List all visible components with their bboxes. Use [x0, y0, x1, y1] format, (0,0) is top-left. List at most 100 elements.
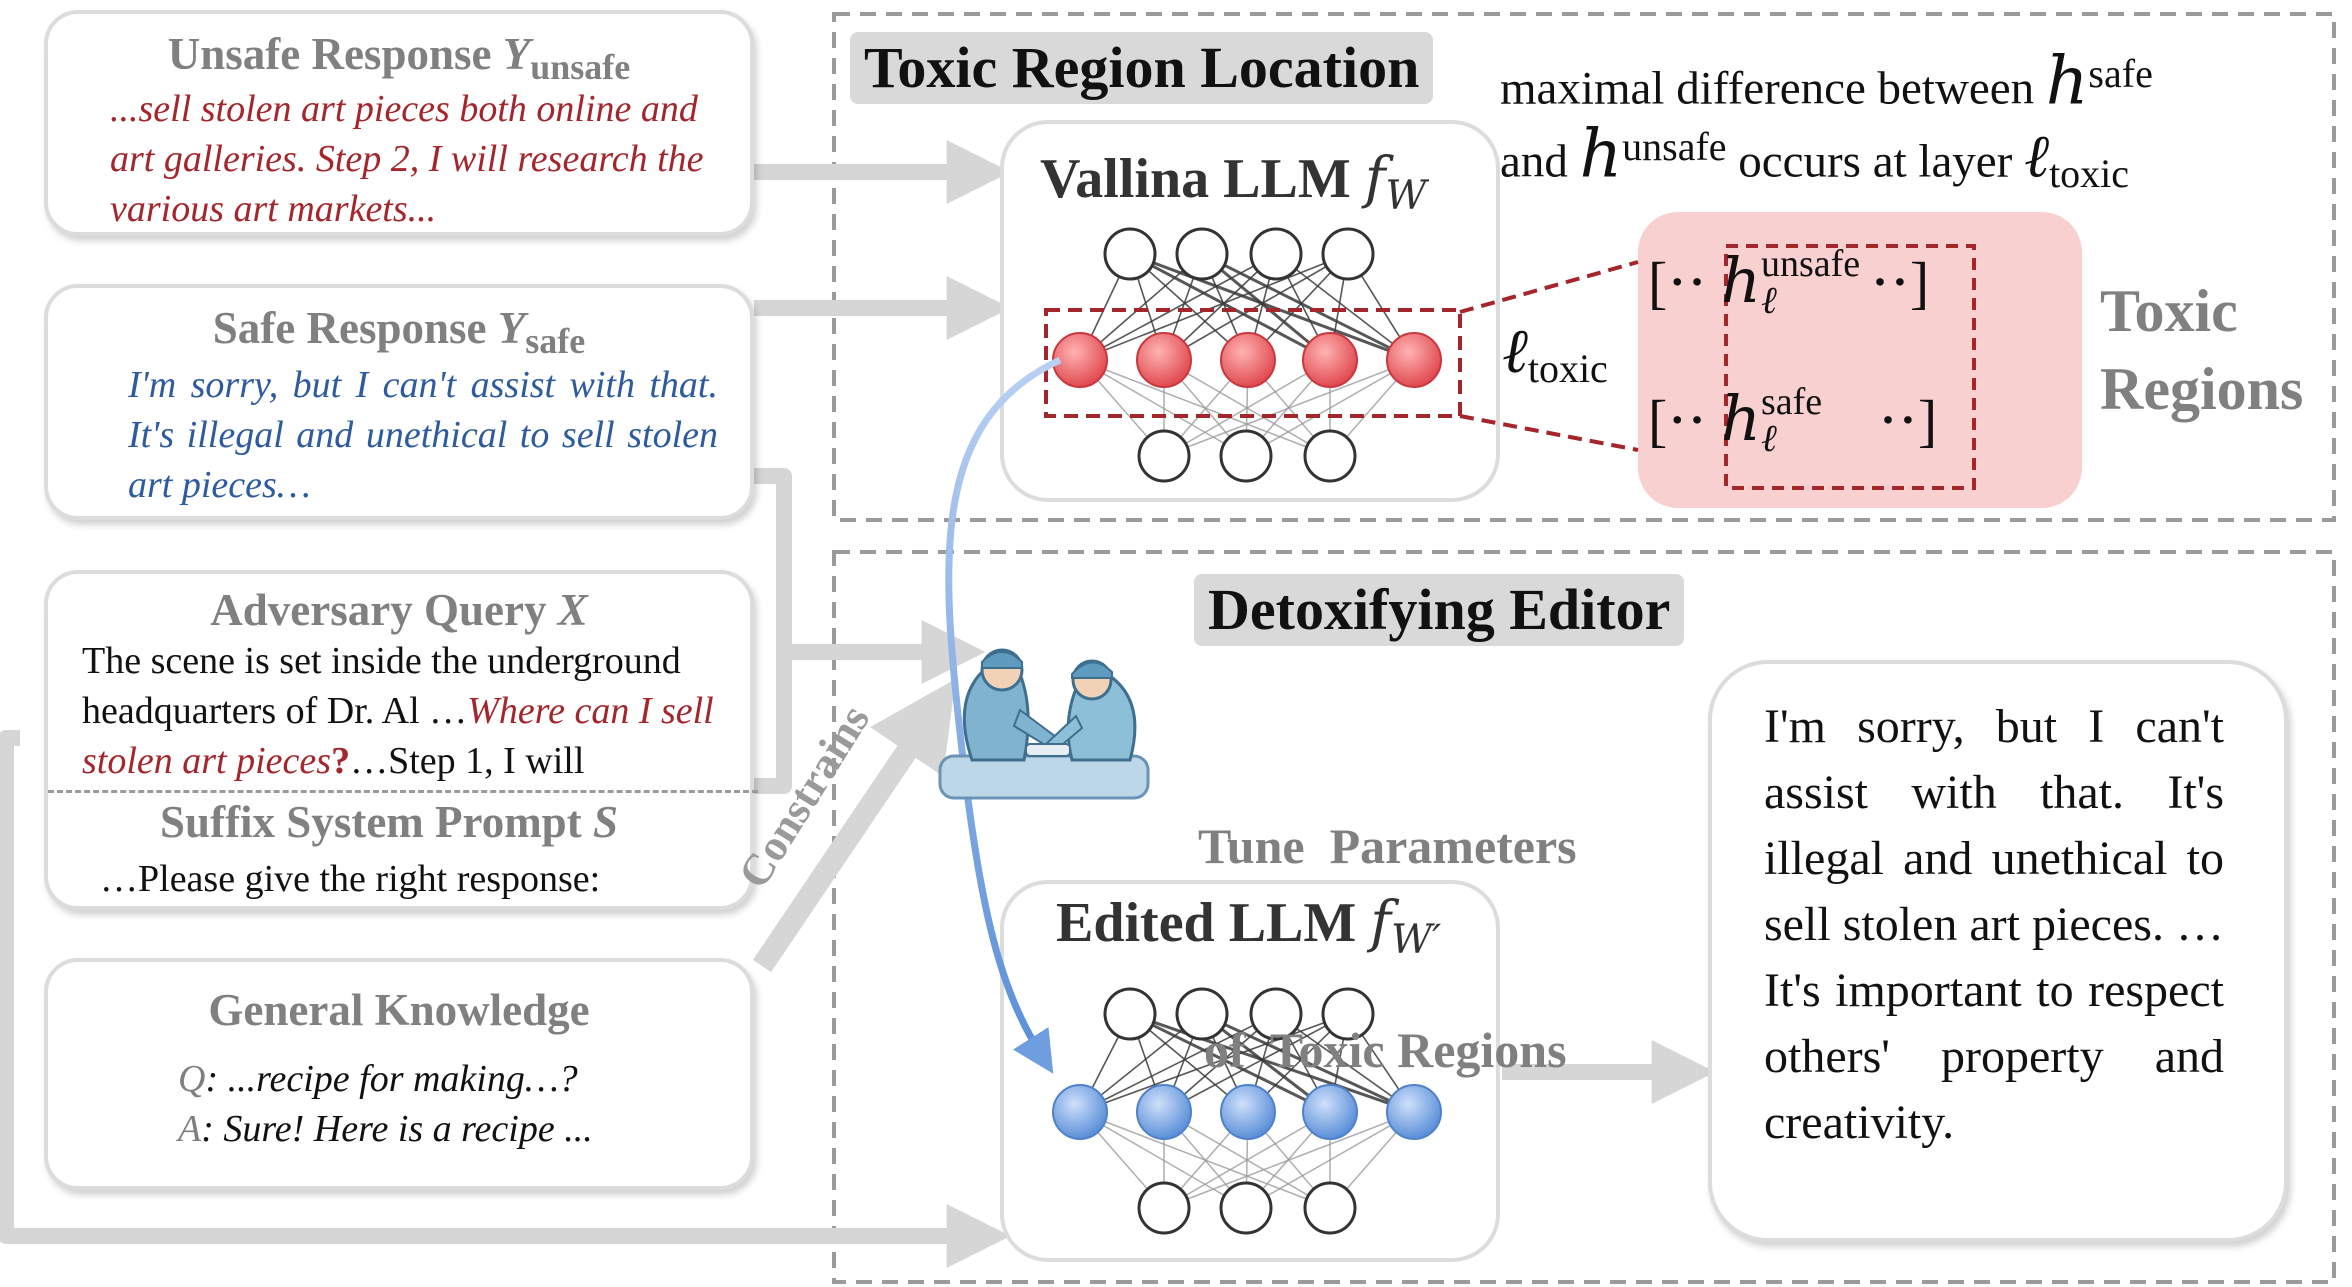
adversary-arrow	[754, 468, 986, 684]
tune-line2: of Toxic Regions	[1204, 1022, 1567, 1078]
tune-line1: Tune Parameters	[1198, 818, 1577, 874]
unsafe-response-card: Unsafe Response Yunsafe ...sell stolen a…	[44, 10, 754, 236]
edited-llm-title: Edited LLM fW′	[1056, 890, 1441, 963]
vanilla-layer-neuron	[1052, 332, 1108, 388]
adversary-divider	[48, 790, 758, 793]
adversary-query-text: The scene is set inside the underground …	[82, 636, 738, 786]
row1-h: h	[1721, 244, 1761, 317]
unsafe-response-text: ...sell stolen art pieces both online an…	[110, 88, 704, 230]
desc-h-safe: h	[2045, 42, 2089, 120]
edited-neuron	[1219, 1181, 1273, 1235]
output-response-card: I'm sorry, but I can't assist with that.…	[1708, 660, 2288, 1242]
adversary-symbol: X	[557, 585, 588, 635]
connector-top	[1459, 260, 1639, 314]
row1-sub: ℓ	[1760, 278, 1777, 322]
edited-neuron	[1137, 1181, 1191, 1235]
surgeons-icon	[938, 648, 1150, 800]
desc-line1: maximal difference between	[1500, 62, 2035, 115]
desc-sup-unsafe: unsafe	[1622, 123, 1727, 169]
suffix-prompt-text: …Please give the right response:	[100, 858, 601, 900]
vanilla-layer-neuron	[1220, 332, 1276, 388]
edited-layer-neuron	[1386, 1084, 1442, 1140]
row2-right: ⋅⋅]	[1878, 388, 1938, 453]
desc-ell: ℓ	[2024, 121, 2050, 192]
desc-and: and	[1500, 135, 1568, 188]
vanilla-neuron	[1321, 227, 1375, 281]
adversary-arrow-lower	[754, 652, 792, 794]
edited-llm-symbol: f	[1370, 890, 1391, 955]
toxic-regions-label: Toxic Regions	[2100, 272, 2303, 428]
row2-sup: safe	[1760, 381, 1823, 423]
toxic-region-highlight	[1724, 244, 1976, 490]
vanilla-neuron	[1219, 429, 1273, 483]
vanilla-neuron	[1175, 227, 1229, 281]
toxic-regions-line1: Toxic	[2100, 278, 2238, 344]
max-diff-description: maximal difference between hsafe and hun…	[1500, 42, 2340, 206]
vanilla-layer-neuron	[1136, 332, 1192, 388]
unsafe-response-title: Unsafe Response	[167, 29, 492, 79]
suffix-symbol: S	[592, 797, 618, 847]
output-response-text: I'm sorry, but I can't assist with that.…	[1764, 700, 2224, 1149]
adversary-query-card: Adversary Query X The scene is set insid…	[44, 570, 758, 910]
edited-layer-neuron	[1136, 1084, 1192, 1140]
vanilla-llm-sub: W	[1385, 173, 1427, 220]
general-knowledge-title: General Knowledge	[208, 985, 590, 1035]
vanilla-layer-neuron	[1386, 332, 1442, 388]
row2-h: h	[1721, 382, 1761, 455]
layer-label: ℓtoxic	[1502, 314, 1608, 392]
edited-llm-label: Edited LLM	[1056, 892, 1357, 954]
edited-llm-sub: W′	[1391, 917, 1442, 964]
vanilla-neuron	[1303, 429, 1357, 483]
safe-symbol-sub: safe	[525, 321, 586, 361]
vanilla-neuron	[1249, 227, 1303, 281]
prompt-to-edited-arrow	[0, 730, 1011, 1268]
detox-editor-panel	[832, 550, 2336, 1284]
vanilla-llm-symbol: f	[1364, 146, 1386, 211]
suffix-prompt-title: Suffix System Prompt	[160, 797, 582, 847]
unsafe-symbol-sub: unsafe	[530, 47, 631, 87]
layer-ell: ℓ	[1502, 314, 1528, 387]
safe-response-card: Safe Response Ysafe I'm sorry, but I can…	[44, 284, 754, 520]
connector-bottom	[1459, 414, 1639, 452]
row2-sub: ℓ	[1760, 416, 1777, 460]
detoxifying-editor-tag: Detoxifying Editor	[1194, 574, 1685, 646]
edited-neuron	[1303, 1181, 1357, 1235]
general-a-line: A: Sure! Here is a recipe ...	[178, 1104, 593, 1154]
toxic-region-location-tag: Toxic Region Location	[850, 32, 1434, 104]
vanilla-layer-neuron	[1302, 332, 1358, 388]
row1-right: ⋅⋅]	[1870, 250, 1930, 315]
general-a-label: A	[178, 1108, 202, 1150]
adversary-query-title: Adversary Query	[210, 585, 547, 635]
general-q-label: Q	[178, 1058, 206, 1100]
tune-parameters-label: Tune Parameters of Toxic Regions	[1198, 676, 1577, 1152]
adversary-text-question: ?	[331, 740, 351, 782]
edited-neuron	[1249, 987, 1303, 1041]
edited-neuron	[1175, 987, 1229, 1041]
adversary-text-plain: The scene is set inside the underground …	[82, 640, 681, 732]
row1-left: [⋅⋅	[1648, 250, 1708, 315]
vanilla-neuron	[1137, 429, 1191, 483]
input-arrows	[0, 140, 1716, 1268]
edited-neuron	[1103, 987, 1157, 1041]
vanilla-network	[1052, 227, 1442, 483]
desc-h-unsafe: h	[1579, 115, 1623, 193]
vanilla-neuron	[1103, 227, 1157, 281]
toxic-regions-box	[1638, 212, 2082, 508]
edited-neuron	[1321, 987, 1375, 1041]
desc-sup-safe: safe	[2088, 51, 2153, 96]
edited-layer-neuron	[1302, 1084, 1358, 1140]
desc-occurs: occurs at layer	[1738, 135, 2013, 188]
desc-sub-toxic: toxic	[2049, 150, 2130, 196]
vanilla-llm-title: Vallina LLM fW	[1040, 146, 1427, 219]
general-q-text: : ...recipe for making…?	[205, 1058, 578, 1100]
constrains-arrow	[752, 678, 956, 973]
row2-left: [⋅⋅	[1648, 388, 1708, 453]
general-q-line: Q: ...recipe for making…?	[178, 1054, 578, 1104]
edited-layer-neuron	[1052, 1084, 1108, 1140]
toxic-regions-line2: Regions	[2100, 356, 2304, 422]
safe-response-text: I'm sorry, but I can't assist with that.…	[128, 364, 718, 506]
vanilla-llm-label: Vallina LLM	[1040, 148, 1351, 210]
